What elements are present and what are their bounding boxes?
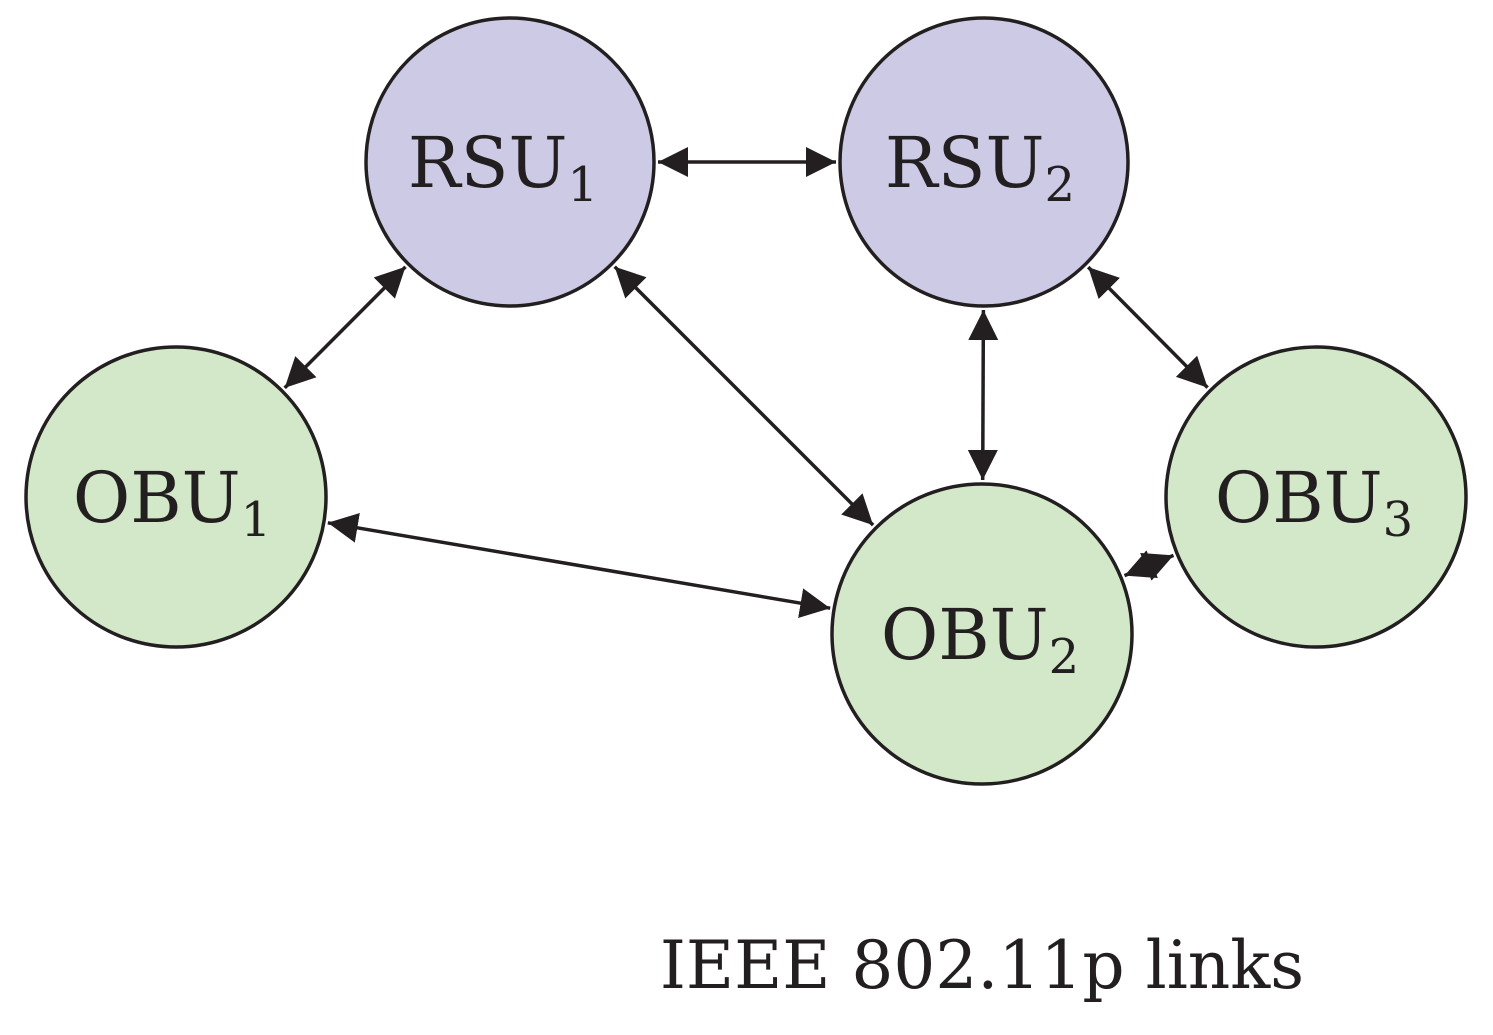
node-obu3: OBU3 (1164, 345, 1468, 649)
node-rsu2: RSU2 (838, 16, 1130, 308)
rsu2-circle (838, 16, 1130, 308)
node-rsu1: RSU1 (364, 16, 656, 308)
link-rsu2-obu2 (967, 309, 999, 481)
link-rsu2-obu3 (1086, 265, 1209, 389)
rsu2-label: RSU2 (885, 122, 1075, 213)
caption: IEEE 802.11p links (660, 927, 1304, 1004)
node-obu2: OBU2 (830, 482, 1134, 786)
link-obu3-obu2 (1123, 550, 1175, 581)
link-obu1-obu2 (327, 513, 831, 618)
obu3-label: OBU3 (1215, 457, 1413, 548)
link-rsu1-obu1 (283, 265, 407, 390)
obu1-label: OBU1 (73, 457, 271, 548)
rsu1-circle (364, 16, 656, 308)
obu2-circle (830, 482, 1134, 786)
rsu1-label: RSU1 (408, 122, 598, 213)
obu2-label: OBU2 (881, 594, 1079, 685)
obu3-circle (1164, 345, 1468, 649)
link-rsu1-obu2 (613, 265, 875, 527)
links-layer (283, 147, 1209, 618)
node-obu1: OBU1 (24, 345, 328, 649)
obu1-circle (24, 345, 328, 649)
